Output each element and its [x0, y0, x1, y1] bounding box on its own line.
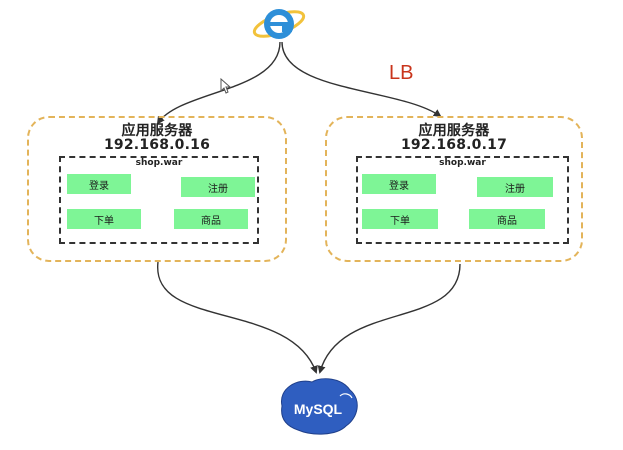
- module-product: 商品: [469, 209, 545, 229]
- module-order: 下单: [67, 209, 141, 229]
- server-title: 应用服务器: [418, 123, 490, 139]
- arrow-browser-to-server-2: [281, 41, 442, 118]
- server-title: 应用服务器: [121, 123, 193, 139]
- arrow-browser-to-server-1: [156, 41, 281, 125]
- module-product: 商品: [174, 209, 248, 229]
- server-ip: 192.168.0.17: [400, 137, 508, 153]
- cursor-icon: [220, 77, 232, 94]
- module-register: 注册: [477, 177, 553, 197]
- app-server-1: 应用服务器 192.168.0.16 shop.war 登录 注册 下单 商品: [27, 116, 287, 262]
- server-ip: 192.168.0.16: [103, 137, 211, 153]
- war-label: shop.war: [439, 158, 486, 168]
- arrow-server-1-to-db: [157, 261, 318, 374]
- mysql-icon: MySQL: [272, 374, 362, 438]
- module-login: 登录: [67, 174, 131, 194]
- war-label: shop.war: [135, 158, 183, 168]
- app-server-2: 应用服务器 192.168.0.17 shop.war 登录 注册 下单 商品: [325, 116, 583, 262]
- load-balancer-label: LB: [389, 62, 414, 84]
- war-package: shop.war 登录 注册 下单 商品: [59, 156, 259, 244]
- war-package: shop.war 登录 注册 下单 商品: [356, 156, 569, 244]
- module-order: 下单: [362, 209, 438, 229]
- module-login: 登录: [362, 174, 436, 194]
- internet-explorer-icon: [251, 2, 307, 46]
- arrow-server-2-to-db: [317, 263, 461, 374]
- mysql-label: MySQL: [294, 401, 343, 417]
- module-register: 注册: [181, 177, 255, 197]
